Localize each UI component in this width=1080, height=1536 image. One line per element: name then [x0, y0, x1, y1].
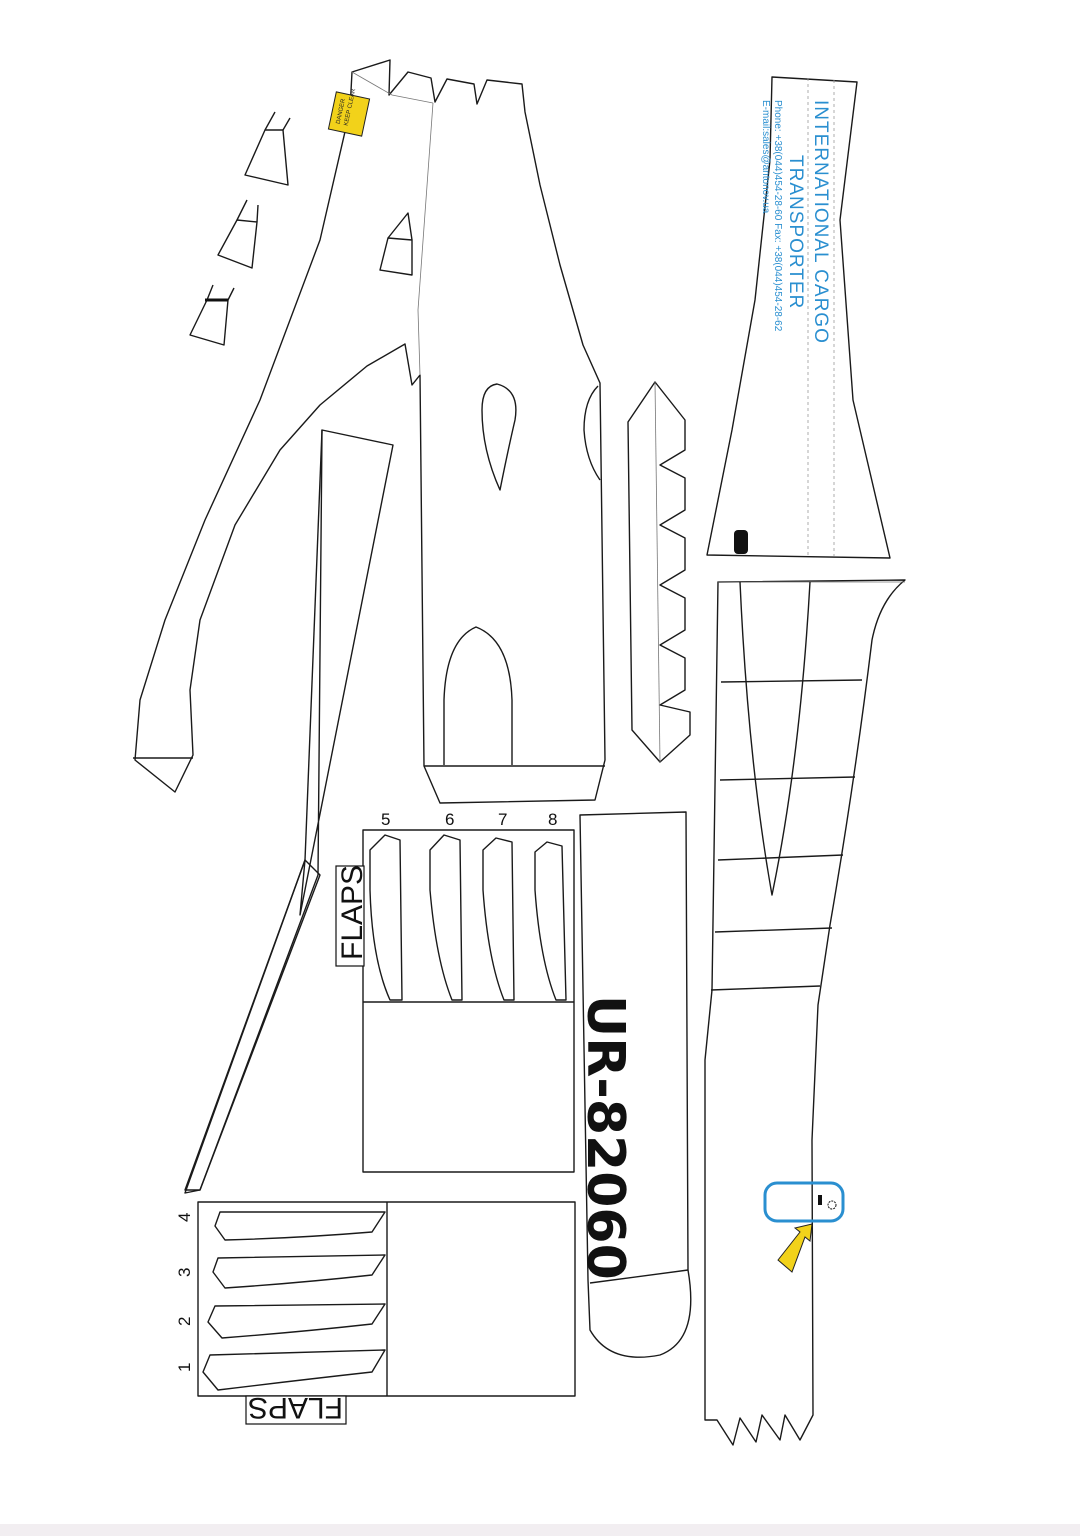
svg-text:DANGER: DANGER	[336, 98, 347, 125]
fuselage-panel	[704, 579, 906, 1446]
sawtooth-strip	[627, 381, 691, 763]
warning-sticker: DANGER KEEP CLEAR	[327, 88, 371, 137]
flap-number-1: 1	[175, 1363, 194, 1372]
flap-number-8: 8	[548, 810, 557, 829]
flap-number-2: 2	[175, 1317, 194, 1326]
flaps-label-upper: FLAPS	[336, 865, 369, 960]
flap-number-4: 4	[175, 1213, 194, 1222]
tail-title-line1: INTERNATIONAL CARGO	[810, 100, 831, 344]
bottom-bar	[0, 1524, 1080, 1536]
flaps-lower: 4 3 2 1 FLAPS	[175, 1201, 576, 1425]
flaps-upper: 5 6 7 8 FLAPS	[335, 810, 575, 1173]
tail-title-line2: TRANSPORTER	[785, 155, 806, 309]
flap-number-6: 6	[445, 810, 454, 829]
flap-number-3: 3	[175, 1268, 194, 1277]
rescue-arrow-sticker	[777, 1223, 813, 1273]
registration-text: UR-82060	[575, 995, 635, 1280]
flap-number-7: 7	[498, 810, 507, 829]
flaps-label-lower: FLAPS	[248, 1391, 343, 1424]
engine-parts	[189, 111, 291, 346]
cockpit-window	[763, 1181, 845, 1223]
tail-email-line: E-mail:sales@antonov.ua	[760, 100, 771, 214]
tail-phone-line: Phone: +38(044)454-28-60 Fax: +38(044)45…	[772, 100, 783, 332]
registration-strip: UR-82060	[575, 811, 692, 1358]
tail-light-icon	[734, 530, 748, 554]
wing-strip-left	[184, 429, 394, 1194]
main-wing: DANGER KEEP CLEAR	[133, 59, 606, 804]
flap-number-5: 5	[381, 810, 390, 829]
tail-fin: INTERNATIONAL CARGO TRANSPORTER Phone: +…	[706, 76, 891, 559]
